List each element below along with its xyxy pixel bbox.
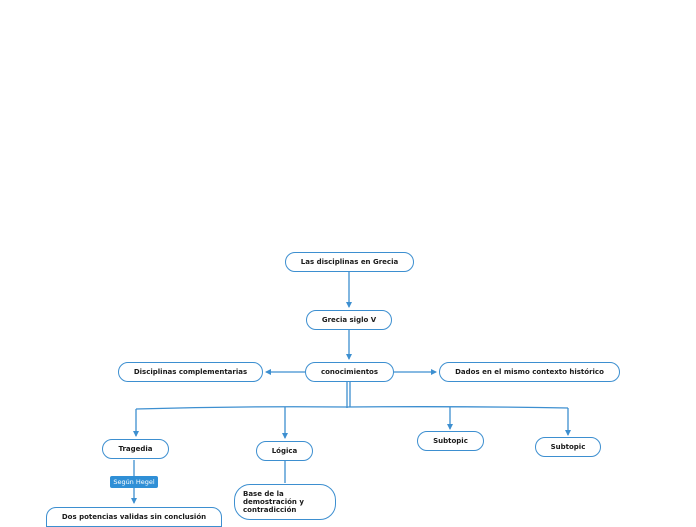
node-root[interactable]: Las disciplinas en Grecia (285, 252, 414, 272)
node-tragedy[interactable]: Tragedia (102, 439, 169, 459)
node-subtopic-1[interactable]: Subtopic (417, 431, 484, 451)
node-period[interactable]: Grecia siglo V (306, 310, 392, 330)
node-subtopic-2[interactable]: Subtopic (535, 437, 601, 457)
node-tragedy-detail[interactable]: Dos potencias validas sin conclusión (46, 507, 222, 527)
node-knowledge[interactable]: conocimientos (305, 362, 394, 382)
node-logic[interactable]: Lógica (256, 441, 313, 461)
label-hegel[interactable]: Según Hegel (110, 476, 158, 488)
connector-branch-bar (135, 406, 569, 410)
node-logic-base[interactable]: Base de la demostración y contradicción (234, 484, 336, 520)
node-complementary[interactable]: Disciplinas complementarias (118, 362, 263, 382)
connector-knowledge-split (346, 382, 351, 408)
node-context[interactable]: Dados en el mismo contexto histórico (439, 362, 620, 382)
